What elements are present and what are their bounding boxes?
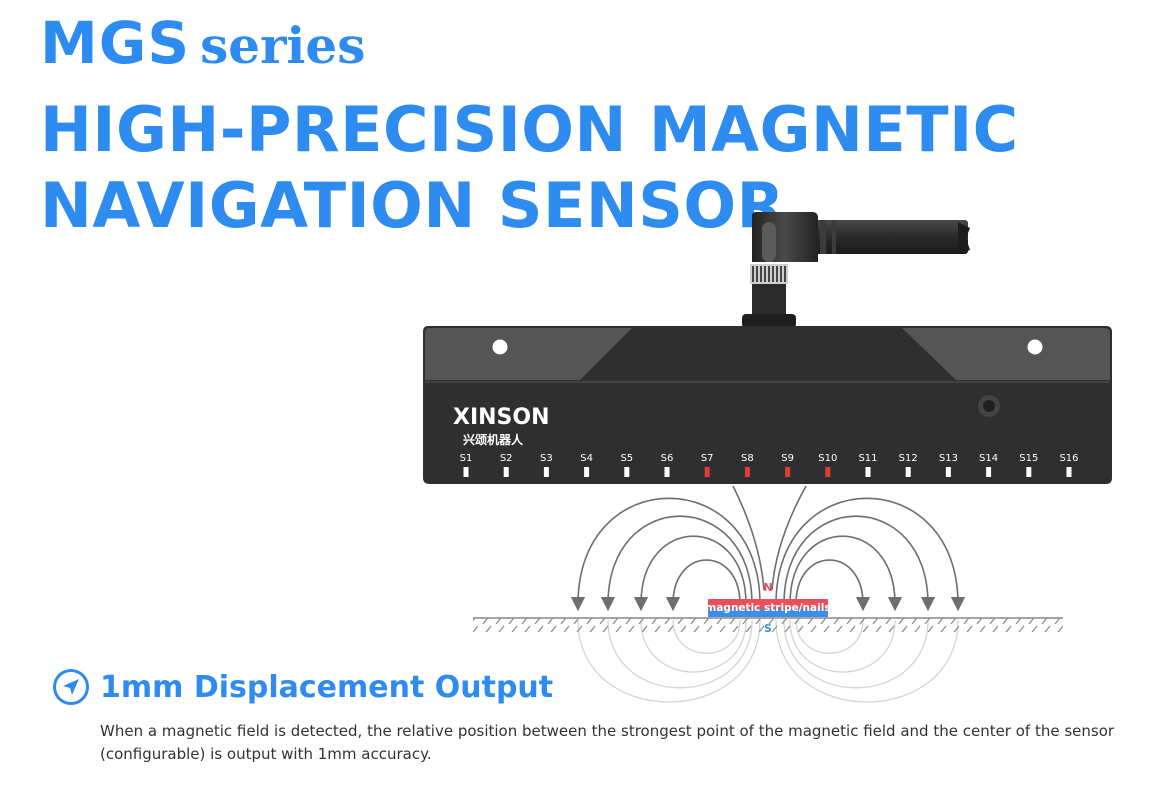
- channel-led-s6: [664, 467, 670, 477]
- channel-label-s16: S16: [1059, 453, 1078, 464]
- channel-led-s2: [503, 467, 509, 477]
- channel-led-s1: [463, 467, 469, 477]
- field-line-left-1: [570, 497, 761, 612]
- field-line-right-2: [783, 515, 936, 612]
- mount-hole-right: [1027, 339, 1043, 355]
- field-line-under-right-2: [783, 619, 929, 689]
- channel-label-s3: S3: [540, 453, 553, 464]
- channel-led-s9: [785, 467, 791, 477]
- channel-led-s12: [905, 467, 911, 477]
- channel-led-s11: [865, 467, 871, 477]
- north-pole-label: N: [763, 581, 772, 594]
- channel-label-s8: S8: [741, 453, 754, 464]
- channel-led-s4: [584, 467, 590, 477]
- feature-heading: 1mm Displacement Output: [52, 668, 553, 706]
- field-line-center-left: [732, 485, 765, 591]
- sensor-cable: [808, 220, 970, 254]
- series-name: MGS: [40, 9, 191, 77]
- channel-label-s12: S12: [899, 453, 918, 464]
- field-line-right-1: [775, 497, 966, 612]
- brand-logo: XINSON: [453, 405, 550, 430]
- field-line-left-2: [600, 515, 753, 612]
- navigation-arrow-icon: [53, 669, 89, 705]
- channel-led-s16: [1066, 467, 1072, 477]
- field-line-right-4: [795, 559, 871, 612]
- feature-description: When a magnetic field is detected, the r…: [100, 722, 1115, 763]
- field-line-right-3: [789, 535, 903, 612]
- channel-led-s8: [744, 467, 750, 477]
- mount-hole-left: [492, 339, 508, 355]
- magnetic-field-lines: [570, 485, 966, 703]
- channel-label-s13: S13: [939, 453, 958, 464]
- magnetic-stripe-label: magnetic stripe/nails: [705, 602, 830, 614]
- channel-label-s1: S1: [460, 453, 473, 464]
- channel-led-s3: [543, 467, 549, 477]
- south-pole-label: S: [764, 622, 772, 635]
- field-line-under-left-2: [607, 619, 753, 689]
- field-line-under-right-1: [775, 619, 959, 703]
- ground-hatch: [473, 618, 1063, 632]
- channel-label-s5: S5: [620, 453, 633, 464]
- channel-label-s10: S10: [818, 453, 837, 464]
- channel-label-s2: S2: [500, 453, 513, 464]
- field-line-left-4: [665, 559, 741, 612]
- headline-line-2: NAVIGATION SENSOR: [40, 169, 785, 242]
- channel-led-s7: [704, 467, 710, 477]
- feature-title: 1mm Displacement Output: [100, 669, 554, 705]
- field-line-left-3: [633, 535, 747, 612]
- field-line-under-left-1: [577, 619, 761, 703]
- field-line-under-left-3: [640, 619, 747, 673]
- series-word: series: [200, 16, 366, 75]
- channel-led-s5: [624, 467, 630, 477]
- product-headline: HIGH-PRECISION MAGNETIC NAVIGATION SENSO…: [40, 92, 1019, 244]
- field-line-center-right: [771, 485, 807, 591]
- channel-label-s7: S7: [701, 453, 714, 464]
- channel-label-s15: S15: [1019, 453, 1038, 464]
- headline-line-1: HIGH-PRECISION MAGNETIC: [40, 93, 1019, 166]
- magnetic-stripe: magnetic stripe/nails N S: [705, 581, 830, 635]
- brand-name-cn: 兴颂机器人: [463, 432, 524, 447]
- channel-led-s15: [1026, 467, 1032, 477]
- channel-led-s10: [825, 467, 831, 477]
- channel-label-s6: S6: [661, 453, 674, 464]
- field-line-under-right-4: [795, 619, 864, 654]
- channel-label-s11: S11: [858, 453, 877, 464]
- channel-label-s14: S14: [979, 453, 998, 464]
- channel-label-s4: S4: [580, 453, 593, 464]
- field-line-under-right-3: [789, 619, 896, 673]
- sensor-channels: S1 S2 S3 S4 S5 S6 S7 S8 S9 S10 S11 S12 S13 S14 S15 S16: [460, 453, 1079, 477]
- channel-led-s13: [945, 467, 951, 477]
- sensor-body: XINSON 兴颂机器人 S1 S2 S3 S4 S5 S6 S7 S8 S9 S10 S11 S12…: [423, 326, 1112, 484]
- field-line-under-left-4: [672, 619, 741, 654]
- channel-label-s9: S9: [781, 453, 794, 464]
- channel-led-s14: [986, 467, 992, 477]
- cable-connector: [742, 212, 818, 328]
